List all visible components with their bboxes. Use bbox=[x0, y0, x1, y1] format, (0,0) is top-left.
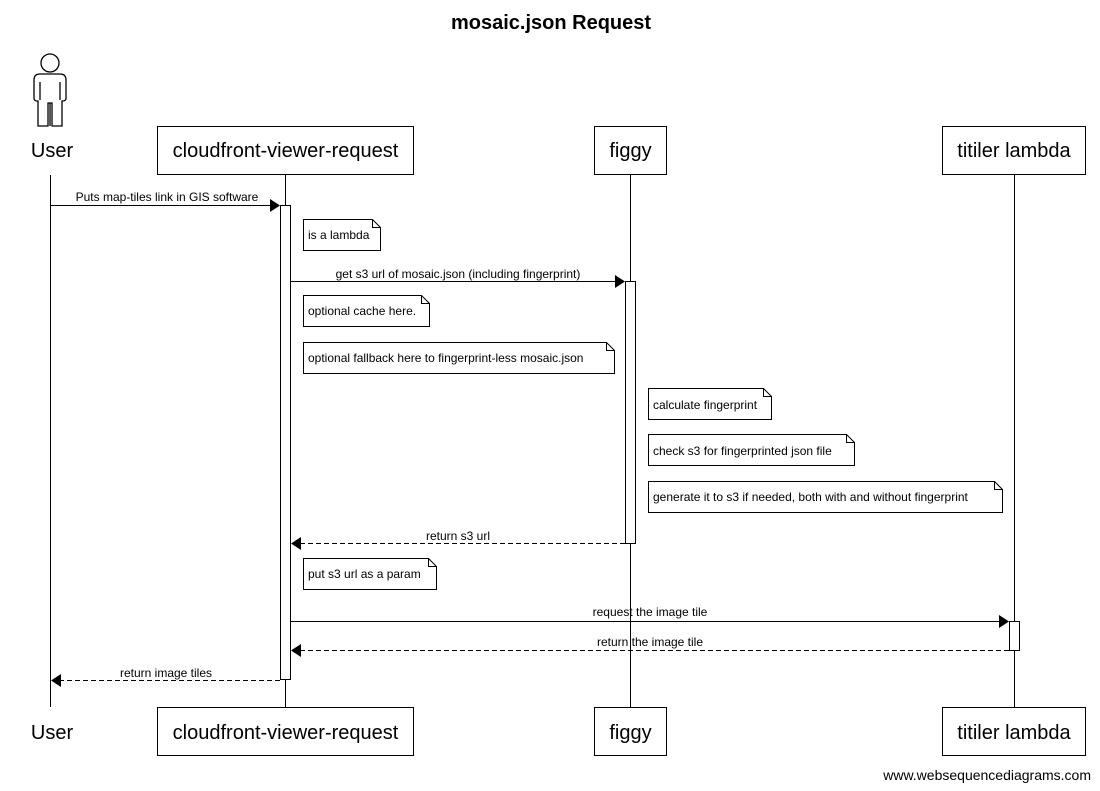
participant-box-cloudfront-viewer-request-bottom bbox=[157, 707, 414, 756]
participant-label-titiler-lambda: titiler lambda bbox=[957, 140, 1071, 162]
message-5: return the image tile bbox=[291, 635, 1009, 657]
activations bbox=[280, 205, 1020, 680]
arrowhead-icon bbox=[291, 537, 301, 550]
message-1: Puts map-tiles link in GIS software bbox=[51, 190, 280, 212]
participant-box-titiler-lambda-bottom bbox=[942, 707, 1086, 756]
message-label: get s3 url of mosaic.json (including fin… bbox=[336, 267, 581, 281]
note-text: calculate fingerprint bbox=[653, 398, 758, 412]
note-text: is a lambda bbox=[308, 228, 370, 242]
participants-top: User cloudfront-viewer-request figgy tit… bbox=[31, 53, 1086, 175]
participant-label-titiler-lambda-bottom: titiler lambda bbox=[957, 722, 1071, 744]
message-label: return image tiles bbox=[120, 666, 212, 680]
arrowhead-icon bbox=[270, 199, 280, 212]
messages: Puts map-tiles link in GIS software get … bbox=[51, 190, 1009, 687]
message-label: return the image tile bbox=[597, 635, 703, 649]
participant-label-figgy-bottom: figgy bbox=[609, 722, 651, 744]
note-text: put s3 url as a param bbox=[308, 567, 421, 581]
arrowhead-icon bbox=[51, 674, 61, 687]
note-2: optional cache here. bbox=[303, 295, 430, 327]
activation-titiler-lambda bbox=[1009, 621, 1020, 651]
participant-label-user-bottom: User bbox=[31, 722, 74, 744]
message-3: return s3 url bbox=[291, 529, 625, 550]
arrowhead-icon bbox=[291, 644, 301, 657]
participant-label-cloudfront-viewer-request: cloudfront-viewer-request bbox=[173, 140, 399, 162]
note-4: calculate fingerprint bbox=[648, 388, 772, 420]
note-3: optional fallback here to fingerprint-le… bbox=[303, 342, 615, 374]
notes: is a lambda optional cache here. optiona… bbox=[303, 219, 1003, 590]
participant-box-figgy bbox=[594, 126, 667, 175]
person-icon bbox=[33, 53, 67, 127]
message-6: return image tiles bbox=[51, 666, 280, 687]
activation-figgy bbox=[625, 281, 636, 544]
note-text: check s3 for fingerprinted json file bbox=[653, 444, 832, 458]
message-label: request the image tile bbox=[593, 605, 708, 619]
activation-cloudfront-viewer-request bbox=[280, 205, 291, 680]
note-1: is a lambda bbox=[303, 219, 381, 251]
note-7: put s3 url as a param bbox=[303, 558, 437, 590]
user-actor-top: User bbox=[31, 53, 74, 162]
message-4: request the image tile bbox=[291, 605, 1009, 628]
message-2: get s3 url of mosaic.json (including fin… bbox=[291, 267, 625, 288]
message-label: Puts map-tiles link in GIS software bbox=[76, 190, 259, 204]
participant-label-cloudfront-viewer-request-bottom: cloudfront-viewer-request bbox=[173, 722, 399, 744]
participant-label-figgy: figgy bbox=[609, 140, 651, 162]
note-5: check s3 for fingerprinted json file bbox=[648, 434, 855, 466]
participant-label-user: User bbox=[31, 140, 74, 162]
arrowhead-icon bbox=[999, 615, 1009, 628]
note-text: optional cache here. bbox=[308, 304, 416, 318]
diagram-title: mosaic.json Request bbox=[451, 12, 651, 34]
participant-box-cloudfront-viewer-request bbox=[157, 126, 414, 175]
participant-box-figgy-bottom bbox=[594, 707, 667, 756]
note-6: generate it to s3 if needed, both with a… bbox=[648, 481, 1003, 513]
message-label: return s3 url bbox=[426, 529, 490, 543]
lifelines bbox=[50, 175, 1015, 707]
arrowhead-icon bbox=[615, 275, 625, 288]
footer-credit: www.websequencediagrams.com bbox=[882, 767, 1091, 783]
note-text: optional fallback here to fingerprint-le… bbox=[308, 351, 583, 365]
participant-box-titiler-lambda bbox=[942, 126, 1086, 175]
note-text: generate it to s3 if needed, both with a… bbox=[653, 490, 969, 504]
participants-bottom: User cloudfront-viewer-request figgy tit… bbox=[31, 707, 1086, 756]
